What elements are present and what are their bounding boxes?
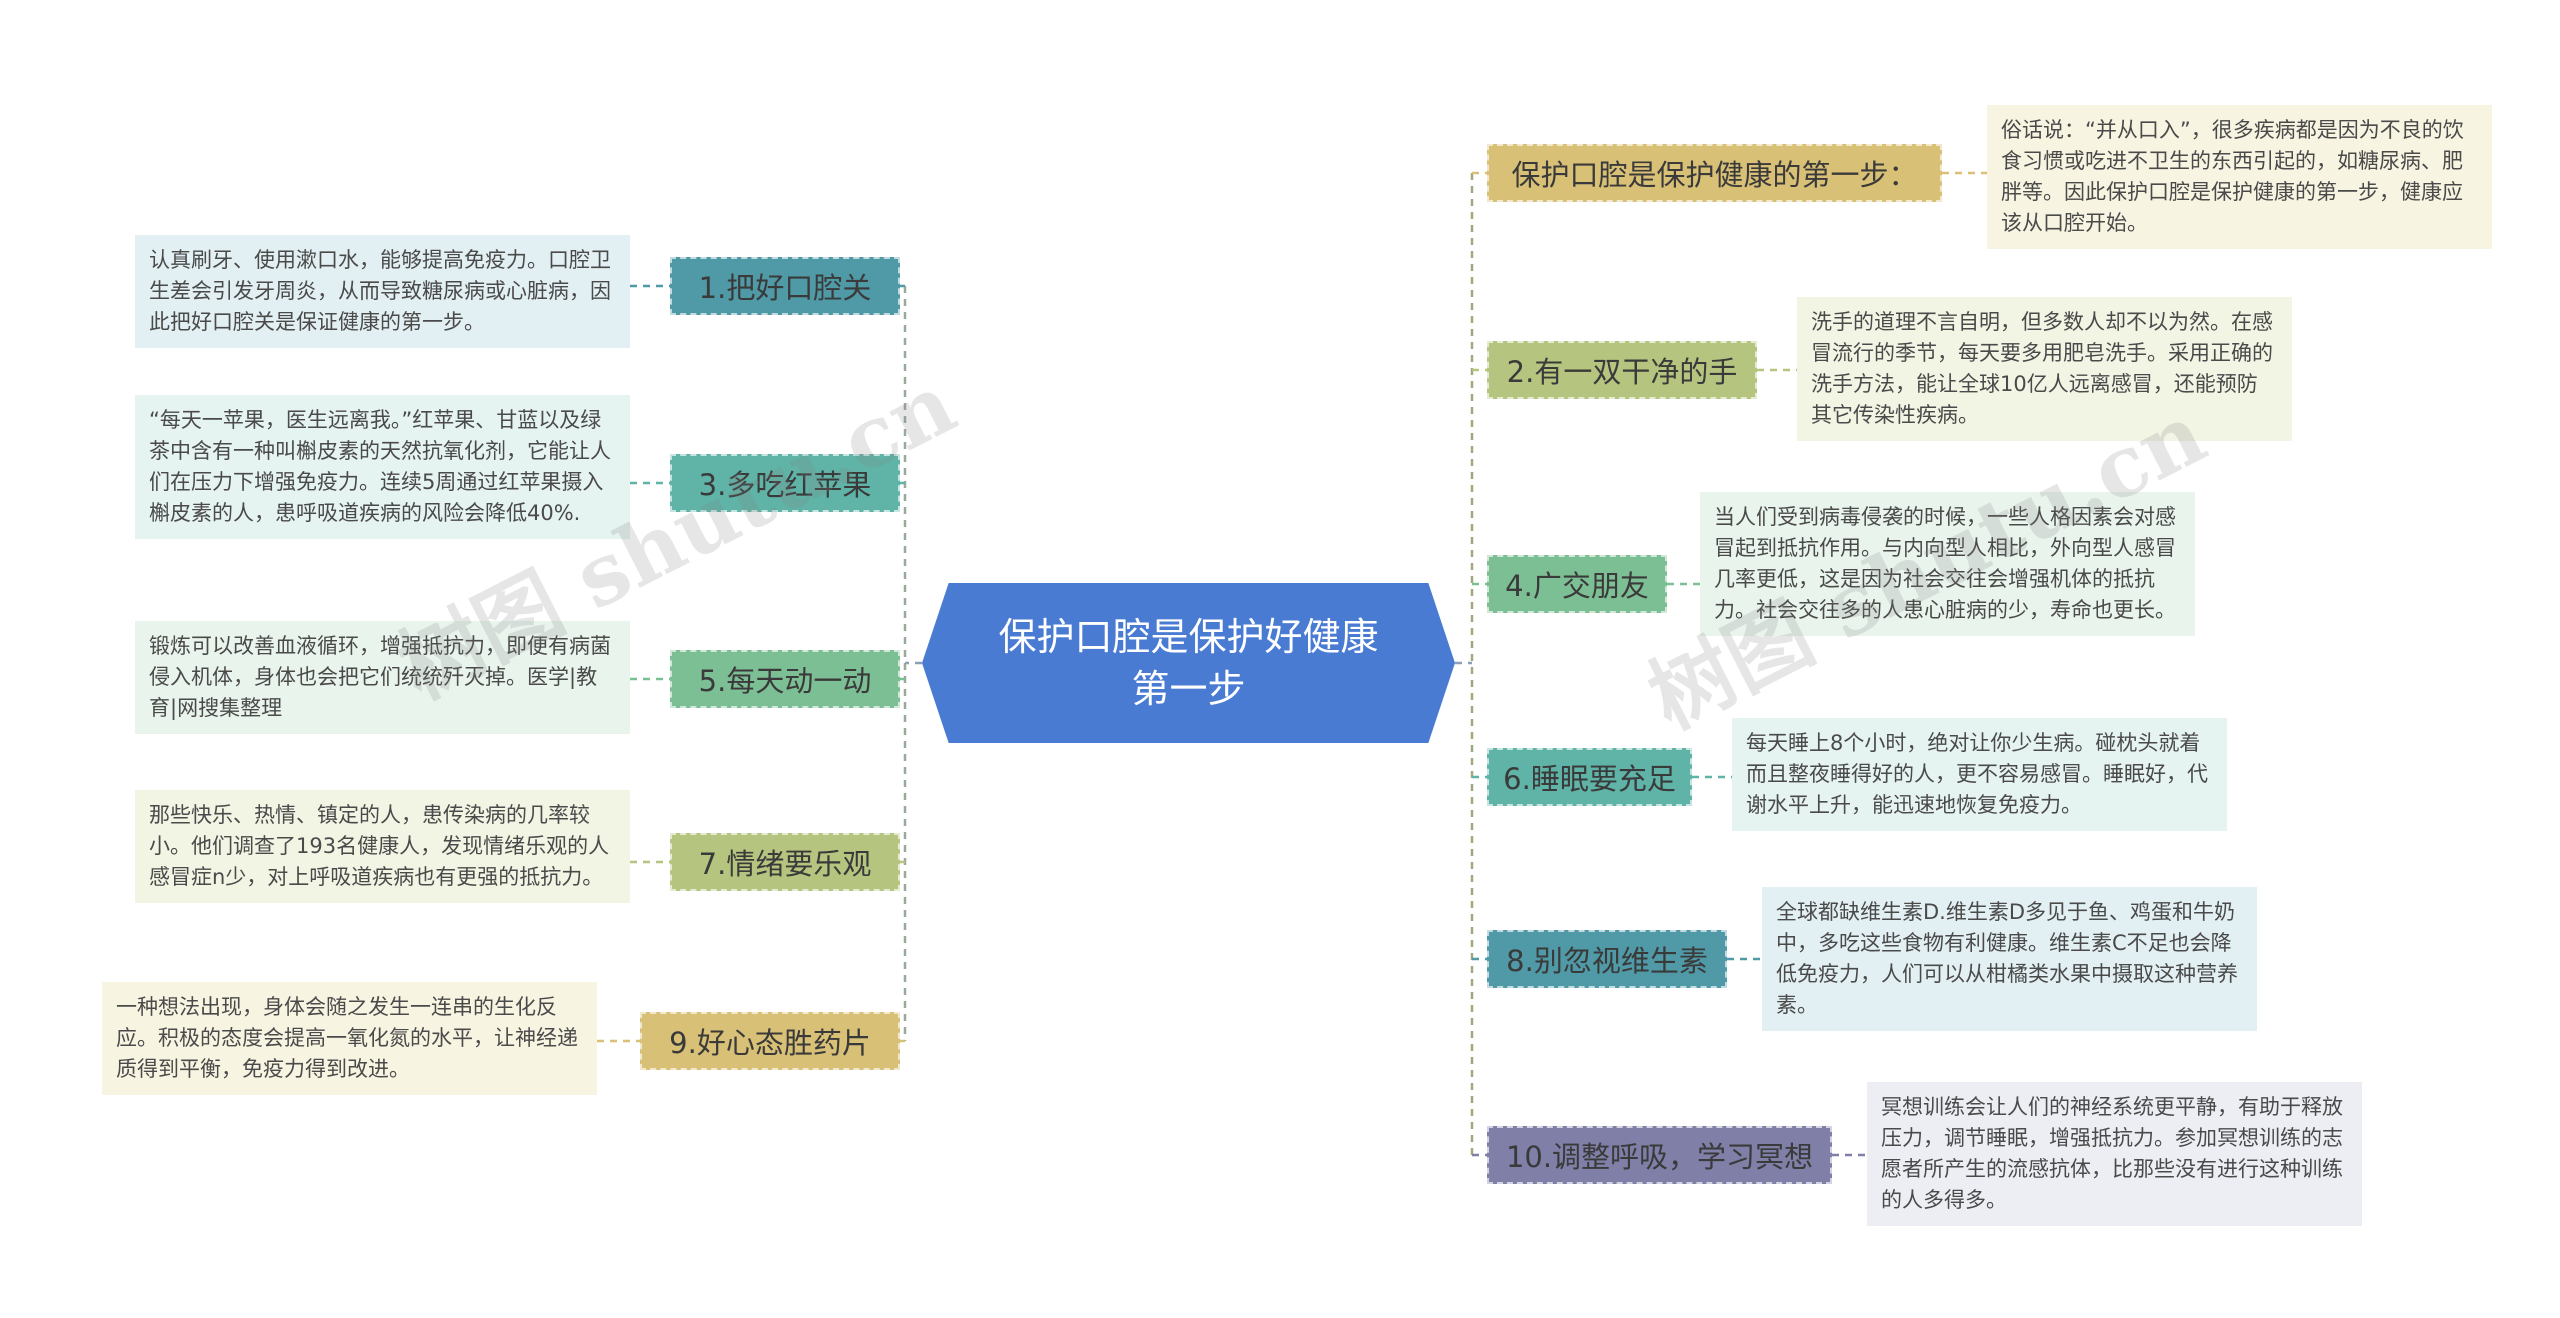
detail-right-4: 当人们受到病毒侵袭的时候，一些人格因素会对感冒起到抵抗作用。与内向型人相比，外向… bbox=[1700, 492, 2195, 636]
detail-right-8: 全球都缺维生素D.维生素D多见于鱼、鸡蛋和牛奶中，多吃这些食物有利健康。维生素C… bbox=[1762, 887, 2257, 1031]
topic-left-5[interactable]: 5.每天动一动 bbox=[670, 650, 900, 708]
topic-label: 4.广交朋友 bbox=[1505, 569, 1649, 603]
topic-label: 保护口腔是保护健康的第一步： bbox=[1511, 158, 1918, 192]
detail-left-9: 一种想法出现，身体会随之发生一连串的生化反应。积极的态度会提高一氧化氮的水平，让… bbox=[102, 982, 597, 1095]
detail-right-intro: 俗话说：“并从口入”，很多疾病都是因为不良的饮食习惯或吃进不卫生的东西引起的，如… bbox=[1987, 105, 2492, 249]
detail-text: 那些快乐、热情、镇定的人，患传染病的几率较小。他们调查了193名健康人，发现情绪… bbox=[149, 803, 610, 889]
topic-label: 3.多吃红苹果 bbox=[698, 468, 872, 502]
topic-label: 6.睡眠要充足 bbox=[1503, 762, 1676, 796]
detail-text: 全球都缺维生素D.维生素D多见于鱼、鸡蛋和牛奶中，多吃这些食物有利健康。维生素C… bbox=[1776, 900, 2238, 1017]
detail-text: 俗话说：“并从口入”，很多疾病都是因为不良的饮食习惯或吃进不卫生的东西引起的，如… bbox=[2001, 118, 2464, 235]
central-topic-label: 保护口腔是保护好健康第一步 bbox=[998, 615, 1379, 711]
topic-label: 1.把好口腔关 bbox=[698, 271, 872, 305]
detail-left-5: 锻炼可以改善血液循环，增强抵抗力，即便有病菌侵入机体，身体也会把它们统统歼灭掉。… bbox=[135, 621, 630, 734]
topic-label: 8.别忽视维生素 bbox=[1506, 944, 1708, 978]
detail-text: 每天睡上8个小时，绝对让你少生病。碰枕头就着而且整夜睡得好的人，更不容易感冒。睡… bbox=[1746, 731, 2208, 817]
detail-text: 洗手的道理不言自明，但多数人却不以为然。在感冒流行的季节，每天要多用肥皂洗手。采… bbox=[1811, 310, 2273, 427]
topic-left-7[interactable]: 7.情绪要乐观 bbox=[670, 833, 900, 891]
detail-text: 当人们受到病毒侵袭的时候，一些人格因素会对感冒起到抵抗作用。与内向型人相比，外向… bbox=[1714, 505, 2176, 622]
detail-right-6: 每天睡上8个小时，绝对让你少生病。碰枕头就着而且整夜睡得好的人，更不容易感冒。睡… bbox=[1732, 718, 2227, 831]
detail-left-1: 认真刷牙、使用漱口水，能够提高免疫力。口腔卫生差会引发牙周炎，从而导致糖尿病或心… bbox=[135, 235, 630, 348]
topic-label: 9.好心态胜药片 bbox=[669, 1026, 871, 1060]
topic-right-intro[interactable]: 保护口腔是保护健康的第一步： bbox=[1487, 144, 1942, 202]
detail-text: 冥想训练会让人们的神经系统更平静，有助于释放压力，调节睡眠，增强抵抗力。参加冥想… bbox=[1881, 1095, 2343, 1212]
topic-right-6[interactable]: 6.睡眠要充足 bbox=[1487, 748, 1692, 806]
topic-left-9[interactable]: 9.好心态胜药片 bbox=[640, 1012, 900, 1070]
topic-label: 10.调整呼吸，学习冥想 bbox=[1505, 1140, 1814, 1174]
detail-text: 一种想法出现，身体会随之发生一连串的生化反应。积极的态度会提高一氧化氮的水平，让… bbox=[116, 995, 578, 1081]
topic-right-8[interactable]: 8.别忽视维生素 bbox=[1487, 930, 1727, 988]
detail-text: “每天一苹果，医生远离我。”红苹果、甘蓝以及绿茶中含有一种叫槲皮素的天然抗氧化剂… bbox=[149, 408, 611, 525]
topic-right-10[interactable]: 10.调整呼吸，学习冥想 bbox=[1487, 1126, 1832, 1184]
topic-right-4[interactable]: 4.广交朋友 bbox=[1487, 555, 1667, 613]
detail-left-7: 那些快乐、热情、镇定的人，患传染病的几率较小。他们调查了193名健康人，发现情绪… bbox=[135, 790, 630, 903]
topic-left-1[interactable]: 1.把好口腔关 bbox=[670, 257, 900, 315]
detail-text: 锻炼可以改善血液循环，增强抵抗力，即便有病菌侵入机体，身体也会把它们统统歼灭掉。… bbox=[149, 634, 611, 720]
topic-right-2[interactable]: 2.有一双干净的手 bbox=[1487, 341, 1757, 399]
topic-left-3[interactable]: 3.多吃红苹果 bbox=[670, 454, 900, 512]
topic-label: 2.有一双干净的手 bbox=[1506, 355, 1738, 389]
topic-label: 5.每天动一动 bbox=[698, 664, 872, 698]
detail-left-3: “每天一苹果，医生远离我。”红苹果、甘蓝以及绿茶中含有一种叫槲皮素的天然抗氧化剂… bbox=[135, 395, 630, 539]
detail-right-2: 洗手的道理不言自明，但多数人却不以为然。在感冒流行的季节，每天要多用肥皂洗手。采… bbox=[1797, 297, 2292, 441]
central-topic[interactable]: 保护口腔是保护好健康第一步 bbox=[922, 583, 1455, 743]
detail-text: 认真刷牙、使用漱口水，能够提高免疫力。口腔卫生差会引发牙周炎，从而导致糖尿病或心… bbox=[149, 248, 611, 334]
detail-right-10: 冥想训练会让人们的神经系统更平静，有助于释放压力，调节睡眠，增强抵抗力。参加冥想… bbox=[1867, 1082, 2362, 1226]
topic-label: 7.情绪要乐观 bbox=[698, 847, 872, 881]
